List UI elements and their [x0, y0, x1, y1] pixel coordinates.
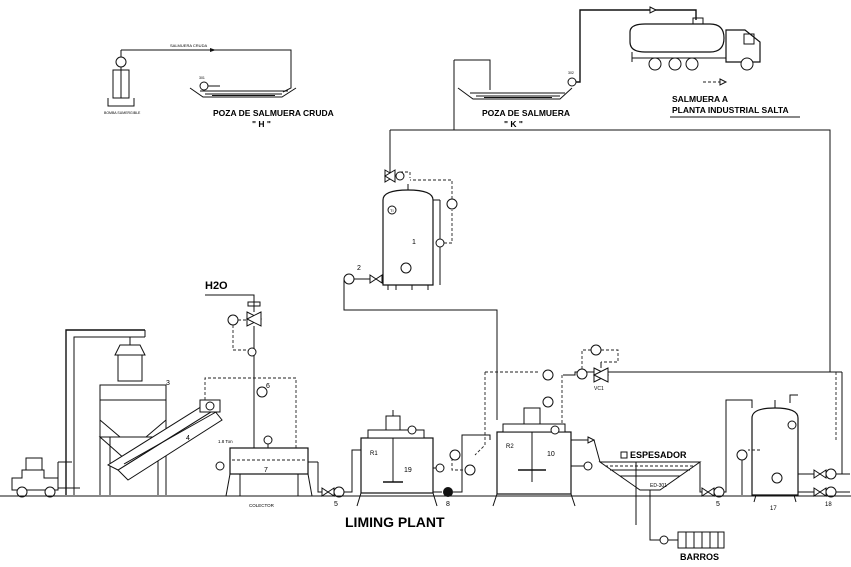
- submersible-pump: BOMBA SUMERGIBLE: [104, 50, 141, 115]
- pump-2-number: 2: [357, 265, 361, 272]
- collector-tank-7: [215, 435, 318, 497]
- screw-conveyor: [106, 399, 223, 481]
- pump-5-right-number: 5: [716, 501, 720, 508]
- instrument-6: [256, 386, 268, 398]
- tank-1-number: 1: [412, 239, 416, 246]
- reactor-19-number: 19: [404, 467, 412, 474]
- conveyor-number: 4: [186, 435, 190, 442]
- pump-18: [798, 371, 850, 498]
- svg-text:TI: TI: [390, 208, 394, 213]
- reactor-r2-tank-10: [492, 369, 596, 507]
- espesador-thickener: [598, 451, 702, 497]
- silo-number: 3: [166, 380, 170, 387]
- lime-silo: [65, 329, 168, 495]
- r1-label: R1: [370, 451, 378, 457]
- collector-label: COLECTOR: [249, 503, 275, 508]
- control-valve-vc1: [592, 362, 610, 383]
- tank-17-number: 17: [770, 506, 777, 512]
- forklift-icon: [11, 457, 80, 498]
- pump-8: [433, 434, 491, 497]
- poza-k-label-1: POZA DE SALMUERA: [482, 108, 570, 118]
- truck-label-2: PLANTA INDUSTRIAL SALTA: [672, 105, 789, 115]
- espesador-label: ESPESADOR: [630, 450, 687, 460]
- reactor-r1: [356, 410, 445, 507]
- salmuera-cruda-label: SALMUERA CRUDA: [170, 43, 207, 48]
- ed301-label: ED-301: [650, 483, 667, 489]
- tank-1: TI: [382, 162, 458, 290]
- pump-h-icon: [199, 81, 209, 91]
- svg-text:1.8 Ton: 1.8 Ton: [218, 439, 233, 444]
- h2o-label: H2O: [205, 280, 228, 292]
- svg-text:301: 301: [199, 76, 205, 80]
- barros-label: BARROS: [680, 552, 719, 562]
- poza-h-label-2: " H ": [252, 119, 271, 129]
- barros-container: [677, 531, 725, 549]
- tank-7-number: 7: [264, 467, 268, 474]
- diagram-title: LIMING PLANT: [345, 514, 445, 530]
- pump-18-number: 18: [825, 502, 832, 508]
- svg-text:302: 302: [568, 71, 574, 75]
- pump-8-number: 8: [446, 501, 450, 508]
- poza-k-label-2: " K ": [504, 119, 523, 129]
- salmuera-cruda-line: [121, 49, 292, 93]
- poza-h-label-1: POZA DE SALMUERA CRUDA: [213, 108, 334, 118]
- pump-5-left: [317, 449, 362, 498]
- pump-2: [343, 273, 498, 420]
- h2o-line: [205, 294, 255, 312]
- tank-10-number: 10: [547, 451, 555, 458]
- bomba-sumergible-label: BOMBA SUMERGIBLE: [104, 111, 141, 115]
- pump-5-right: [699, 399, 753, 498]
- poza-h: 301: [189, 76, 297, 98]
- return-line: [453, 60, 831, 372]
- vc1-label: VC1: [594, 386, 604, 392]
- truck-label-1: SALMUERA A: [672, 94, 728, 104]
- truck-feed-line: [576, 9, 697, 83]
- r2-label: R2: [506, 444, 514, 450]
- barros-pump: [659, 535, 669, 545]
- tanker-truck-icon: [629, 17, 761, 71]
- tank-17: [736, 400, 799, 503]
- instrument-6-number: 6: [266, 383, 270, 390]
- pump-k-icon: [567, 77, 577, 87]
- poza-k: 302: [457, 71, 577, 100]
- pump-5-left-number: 5: [334, 501, 338, 508]
- h2o-valve: [227, 301, 263, 327]
